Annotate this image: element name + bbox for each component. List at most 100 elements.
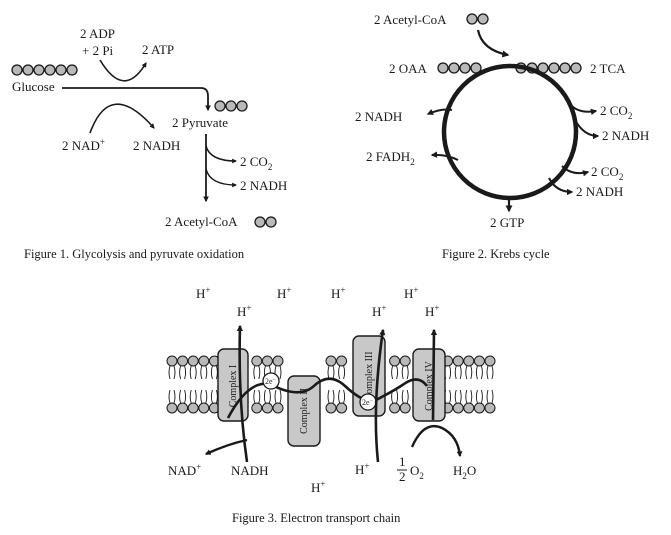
complex-iii-label: Complex III — [364, 351, 375, 400]
figure-2-krebs: 2 Acetyl-CoA 2 OAA 2 TCA 2 CO — [355, 12, 649, 261]
complex-iii-proton-arrow — [374, 328, 386, 463]
glucose-label: Glucose — [12, 79, 55, 94]
phospholipid-head — [177, 402, 189, 414]
krebs-fadh-label: 2 FADH2 — [366, 149, 415, 167]
h-plus-label-7: H+ — [425, 303, 439, 319]
glucose-beads-icon — [11, 64, 78, 76]
h-plus-label-1: H+ — [196, 285, 210, 301]
phospholipid-head — [336, 402, 348, 414]
phospholipid-head — [389, 355, 401, 367]
phospholipid-head — [452, 355, 464, 367]
phospholipid-head — [389, 402, 401, 414]
phospholipid-head — [399, 402, 411, 414]
figure-1-glycolysis: 2 ADP + 2 Pi 2 ATP Glucose 2 NAD+ 2 NADH… — [11, 26, 287, 261]
complex-i-label: Complex I — [228, 365, 239, 408]
krebs-nadh-b-arrow — [548, 177, 574, 196]
electron-carrier-2: 2e− — [359, 393, 377, 411]
complex-ii-label: Complex II — [299, 388, 310, 434]
krebs-nadh-left-label: 2 NADH — [355, 109, 402, 124]
electron-carrier-1: 2e− — [262, 372, 280, 390]
krebs-co2-b-arrow — [561, 165, 590, 177]
pyruvate-beads-icon — [214, 100, 248, 112]
svg-text:2e−: 2e− — [265, 377, 277, 386]
phospholipid-head — [198, 355, 210, 367]
phospholipid-head — [325, 402, 337, 414]
phospholipid-head — [272, 355, 284, 367]
h-plus-label-8: H+ — [355, 461, 369, 477]
nadh-branch-arrow — [205, 168, 237, 188]
pyruvate-label: 2 Pyruvate — [172, 115, 228, 130]
figure-3-caption: Figure 3. Electron transport chain — [232, 511, 401, 525]
phospholipid-head — [187, 402, 199, 414]
krebs-co2-b-label: 2 CO2 — [591, 164, 623, 182]
phospholipid-head — [336, 355, 348, 367]
svg-text:1: 1 — [399, 454, 406, 469]
half-oxygen-label: 1 2 O2 — [397, 454, 424, 484]
h-plus-label-2: H+ — [277, 285, 291, 301]
h-plus-label-9: H+ — [311, 479, 325, 495]
svg-text:2e−: 2e− — [362, 398, 374, 407]
phospholipid-head — [166, 402, 178, 414]
nad-plus-label: NAD+ — [168, 462, 201, 478]
krebs-acetyl-beads-icon — [466, 13, 489, 25]
oaa-beads-icon — [437, 62, 482, 74]
phospholipid-head — [473, 402, 485, 414]
complex-i-proton-arrow — [236, 324, 249, 463]
adp-label: 2 ADP — [80, 26, 115, 41]
phospholipid-head — [272, 402, 284, 414]
krebs-gtp-label: 2 GTP — [490, 215, 524, 230]
phospholipid-head — [473, 355, 485, 367]
phospholipid-head — [463, 355, 475, 367]
krebs-nadh-a-label: 2 NADH — [602, 128, 649, 143]
pi-label: + 2 Pi — [82, 43, 114, 58]
acetyl-entry-arrow — [476, 29, 510, 58]
co2-branch-arrow — [205, 145, 237, 164]
krebs-acetyl-label: 2 Acetyl-CoA — [374, 12, 447, 27]
tca-beads-icon — [515, 62, 582, 74]
nadh-label: 2 NADH — [133, 138, 180, 153]
krebs-nadh-a-arrow — [574, 119, 600, 140]
h-plus-label-3: H+ — [331, 285, 345, 301]
krebs-co2-a-arrow — [569, 103, 598, 115]
complex-iv-proton-arrow — [430, 328, 438, 421]
svg-text:O2: O2 — [410, 463, 424, 481]
phospholipid-head — [452, 402, 464, 414]
nadh-to-nad-arrow — [204, 438, 248, 456]
phospholipid-head — [463, 402, 475, 414]
adp-to-atp-arrow — [99, 59, 147, 82]
figure-2-caption: Figure 2. Krebs cycle — [442, 247, 550, 261]
phospholipid-head — [261, 355, 273, 367]
membrane-bilayer — [166, 355, 496, 414]
acetyl-beads-icon — [254, 216, 277, 228]
krebs-co2-a-label: 2 CO2 — [600, 103, 632, 121]
nad-to-nadh-arrow — [89, 103, 155, 134]
phospholipid-head — [484, 402, 496, 414]
phospholipid-head — [177, 355, 189, 367]
complex-iv: Complex IV — [412, 348, 446, 422]
h-plus-label-5: H+ — [237, 303, 251, 319]
h-plus-label-6: H+ — [372, 303, 386, 319]
complex-iv-label: Complex IV — [424, 360, 435, 410]
figure-1-caption: Figure 1. Glycolysis and pyruvate oxidat… — [24, 247, 245, 261]
h-plus-label-4: H+ — [404, 285, 418, 301]
oaa-label: 2 OAA — [389, 61, 428, 76]
krebs-nadh-b-label: 2 NADH — [576, 184, 623, 199]
figure-3-etc: Complex I Complex II Complex III Complex… — [166, 285, 496, 525]
phospholipid-head — [399, 355, 411, 367]
phospholipid-head — [198, 402, 210, 414]
nadh-2-label: 2 NADH — [240, 178, 287, 193]
krebs-nadh-left-arrow — [426, 108, 453, 115]
nad-label: 2 NAD+ — [62, 137, 105, 153]
phospholipid-head — [166, 355, 178, 367]
acetyl-coa-label: 2 Acetyl-CoA — [165, 214, 238, 229]
phospholipid-head — [251, 402, 263, 414]
krebs-fadh-arrow — [430, 151, 459, 161]
phospholipid-head — [187, 355, 199, 367]
tca-label: 2 TCA — [590, 61, 626, 76]
phospholipid-head — [325, 355, 337, 367]
co2-label: 2 CO2 — [240, 154, 272, 172]
oxygen-to-water-arrow — [410, 424, 463, 458]
glucose-to-pyruvate-arrow — [62, 87, 211, 112]
water-label: H2O — [453, 463, 476, 481]
